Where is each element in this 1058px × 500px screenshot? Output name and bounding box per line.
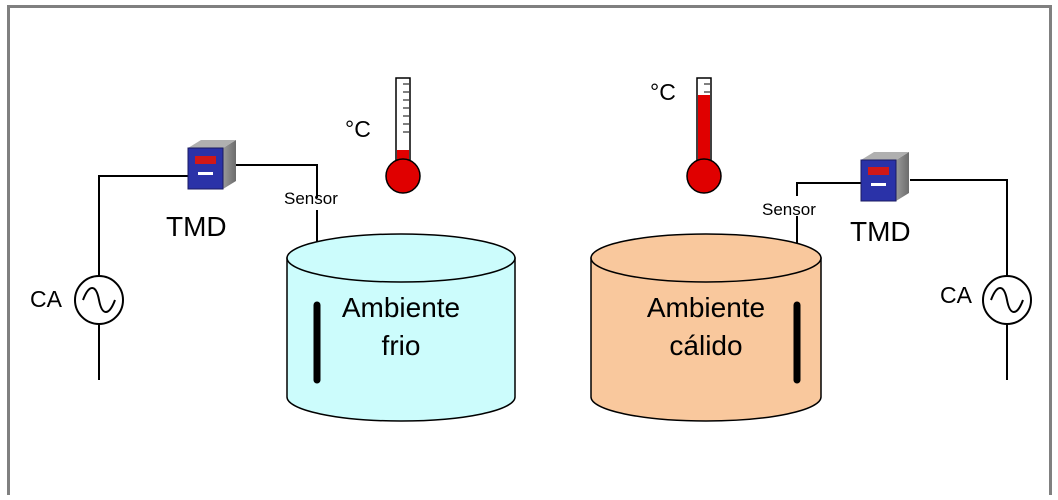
tmd-controller-icon [860,152,909,202]
right-ac-label: CA [940,282,973,308]
right-sensor-label: Sensor [762,200,816,219]
right-tmd-display [868,167,889,175]
diagram-frame [7,5,1052,500]
left-sensor-label: Sensor [284,189,338,208]
thermometer-icon [686,77,722,194]
cold-tank-label-line2: frio [382,330,421,361]
left-tmd-label: TMD [166,211,227,242]
cold-tank-label-line1: Ambiente [342,292,460,323]
tmd-controller-icon [187,140,236,190]
cold-tank [286,233,516,422]
right-tmd-label: TMD [850,216,911,247]
left-wire-tmd-to-sensor [235,164,318,198]
right-thermometer-bulb [686,158,722,194]
left-circuit: CA TMD Sensor °C [30,77,516,422]
warm-tank-label-line1: Ambiente [647,292,765,323]
right-temp-unit: °C [650,79,676,105]
right-wire-ac-to-tmd [910,179,1008,278]
right-wire-tmd-to-sensor [796,182,862,196]
ac-sine-wave-icon [982,275,1032,325]
left-temp-unit: °C [345,116,371,142]
right-circuit: CA TMD Sensor °C Ambiente cálido [590,77,1032,422]
thermometer-icon [385,77,421,194]
warm-tank [590,233,822,422]
left-ac-label: CA [30,286,63,312]
left-ac-source [74,275,124,325]
warm-tank-label-line2: cálido [669,330,742,361]
left-wire-ac-to-tmd [98,175,190,278]
left-thermometer-bulb [385,158,421,194]
left-tmd-display [195,156,216,164]
